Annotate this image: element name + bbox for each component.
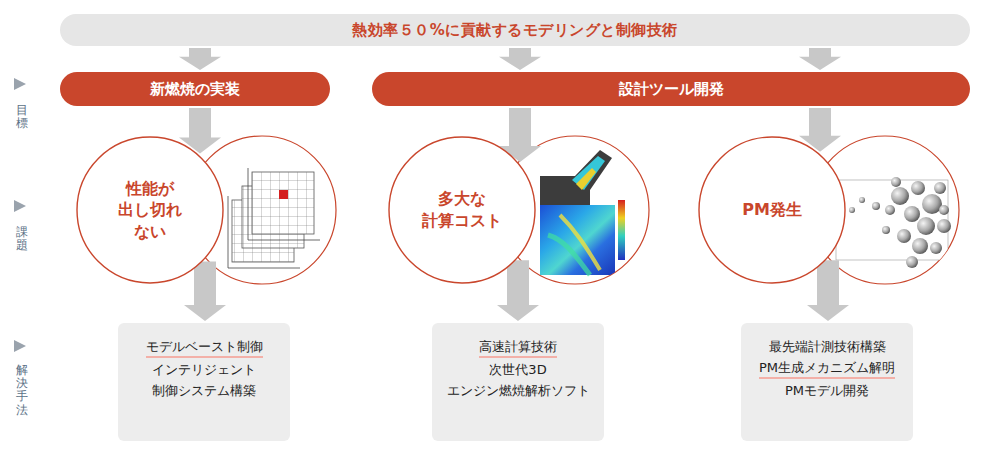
node-text: 最先端計測技術構築 [769,339,886,356]
goal-bar: 設計ツール開発 [372,72,970,106]
node-text: 熱効率５０%に貢献するモデリングと制御技術 [352,21,678,40]
particle [917,217,935,235]
particle [882,226,890,234]
solution-box: 高速計算技術次世代3D エンジン燃焼解析ソフト [432,323,604,441]
particle [922,194,942,214]
issue-circle: PM発生 [698,136,846,284]
row-label: 解決手法 [16,364,28,417]
block-arrow [799,48,841,70]
node-text: 次世代3D [489,362,546,379]
particle [939,205,949,215]
particle [885,205,895,215]
node-text: PM発生 [742,199,802,221]
node-text: インテリジェント [152,362,256,379]
particle [891,177,901,187]
particle [897,229,911,243]
particle [904,206,920,222]
particle [934,182,946,194]
node-text: 新燃焼の実装 [150,80,240,99]
particle [930,242,942,254]
circle-outline [388,136,536,284]
block-arrow [179,48,221,70]
solution-box: モデルベースト制御インテリジェント制御システム構築 [118,323,290,441]
node-text: 多大な 計算コスト [417,188,507,231]
particle [872,202,880,210]
node-text: PMモデル開発 [785,383,869,400]
node-text: PM生成メカニズム解明 [759,360,895,379]
row-label: 課題 [16,226,28,252]
particle [912,238,928,254]
issue-circle: 多大な 計算コスト [388,136,536,284]
node-text: モデルベースト制御 [146,339,263,358]
solution-box: 最先端計測技術構築 PM生成メカニズム解明 PMモデル開発 [741,323,913,441]
node-text: 制御システム構築 [152,383,256,400]
issue-circle: 性能が 出し切れ ない [76,136,224,284]
particle [937,219,951,233]
node-text: 高速計算技術 [479,339,557,358]
row-label: 目標 [16,104,28,130]
particle [859,197,865,203]
block-arrow [499,48,541,70]
node-text: 性能が 出し切れ ない [110,178,190,243]
particle [891,187,909,205]
particle [906,256,918,268]
node-text: 設計ツール開発 [619,80,724,99]
goal-bar: 新燃焼の実装 [60,72,330,106]
particle [849,207,855,213]
node-text: エンジン燃焼解析ソフト [447,383,590,400]
particle [911,181,925,195]
goal-band: 熱効率５０%に貢献するモデリングと制御技術 [60,14,970,46]
